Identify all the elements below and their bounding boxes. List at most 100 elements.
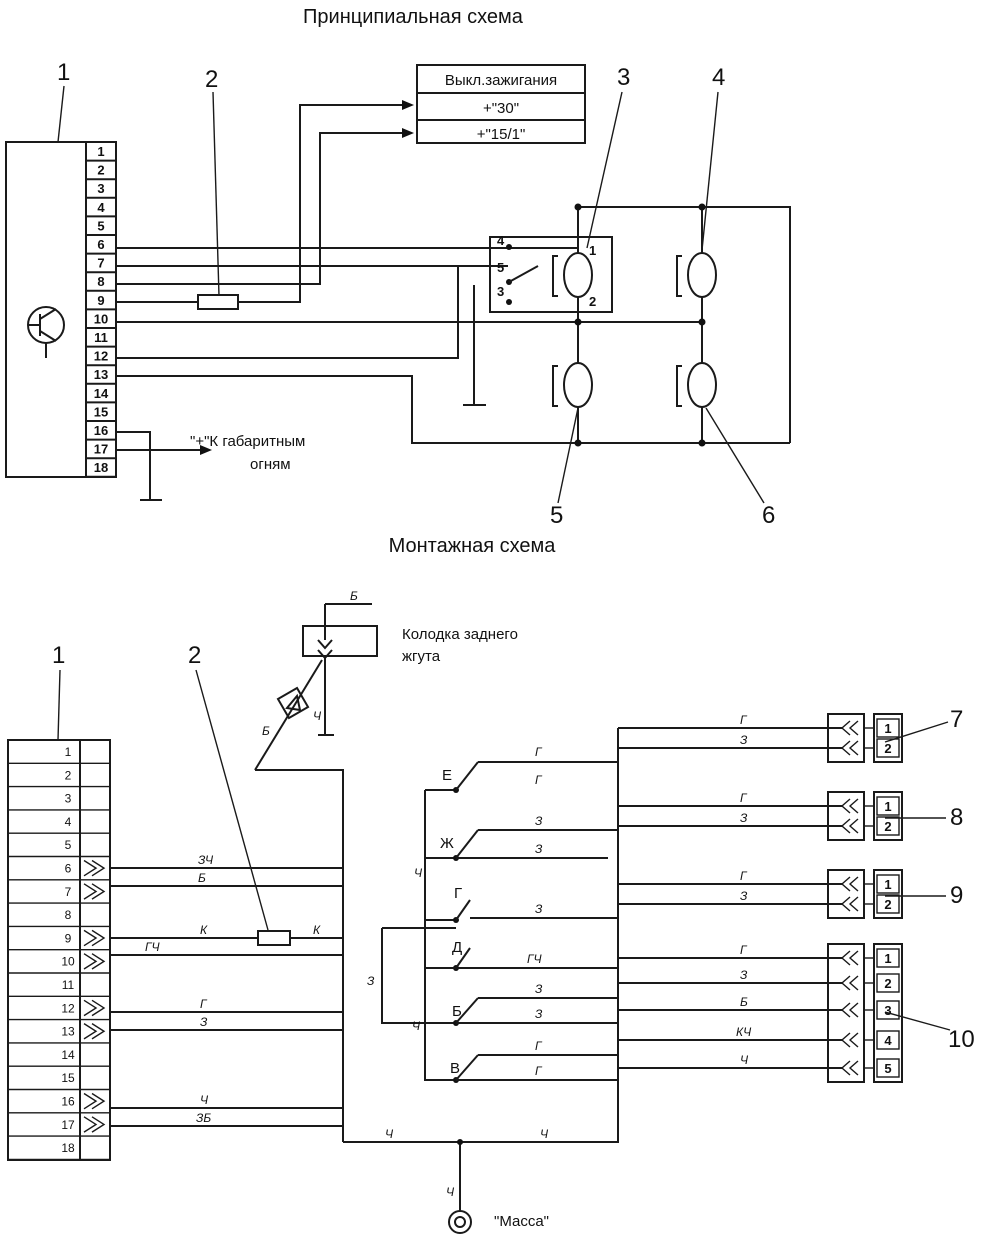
motor-3: 1 2 [552, 207, 596, 322]
callout-7: 7 [950, 706, 963, 733]
svg-text:З: З [535, 842, 543, 856]
svg-text:Б: Б [740, 995, 748, 1009]
svg-text:Ч: Ч [740, 1053, 749, 1067]
wire-vert-z: З [367, 974, 375, 988]
wire-bus-r: Ч [540, 1127, 549, 1141]
contact-d: Д [425, 939, 618, 971]
unit-top-pin-7: 7 [97, 256, 104, 271]
motor-5 [552, 322, 593, 443]
switch-pin-5: 5 [497, 260, 504, 275]
svg-text:В: В [450, 1060, 460, 1077]
contact-zh: Ж [440, 829, 618, 861]
wire-w9a: К [200, 923, 208, 937]
unit-bottom-pin-18: 18 [61, 1141, 75, 1155]
unit-top-pin-15: 15 [94, 404, 108, 419]
connector-10-pin-4: 4 [884, 1033, 892, 1048]
motor3-pin-1: 1 [589, 243, 596, 258]
wire-top-b: Б [350, 589, 358, 603]
svg-text:ГЧ: ГЧ [527, 952, 543, 966]
unit-bottom-pin-13: 13 [61, 1025, 75, 1039]
unit-bottom-pin-8: 8 [65, 908, 72, 922]
svg-text:З: З [535, 982, 543, 996]
unit-bottom-pin-17: 17 [61, 1118, 75, 1132]
svg-text:Ч: Ч [412, 1019, 421, 1033]
top-wires [116, 100, 791, 501]
callout-1: 1 [57, 59, 70, 86]
connector-8-pin-2: 2 [884, 819, 891, 834]
unit-top-pin-2: 2 [97, 163, 104, 178]
ignition-switch-box: Выкл.зажигания +"30" +"15/1" [416, 64, 586, 144]
connector-10-pin-5: 5 [884, 1061, 891, 1076]
motor3-pin-2: 2 [589, 294, 596, 309]
svg-text:Г: Г [535, 1039, 543, 1053]
connector-10-pin-3: 3 [884, 1003, 891, 1018]
unit-top-pin-9: 9 [97, 293, 104, 308]
rear-harness-label-1: Колодка заднего [402, 626, 518, 643]
transistor-icon [27, 306, 65, 358]
svg-text:З: З [535, 902, 543, 916]
ground-label: "Масса" [494, 1213, 549, 1230]
motor-4 [676, 207, 717, 322]
ignition-30-label: +"30" [483, 100, 519, 117]
svg-text:Г: Г [454, 885, 462, 902]
svg-text:Ж: Ж [440, 835, 454, 852]
contact-g: Г [453, 885, 618, 923]
unit-bottom-pin-3: 3 [65, 792, 72, 806]
connector-9-pin-2: 2 [884, 897, 891, 912]
unit-top-pin-11: 11 [94, 330, 108, 345]
unit-top-pin-6: 6 [97, 237, 104, 252]
callout-8: 8 [950, 804, 963, 831]
callout-3: 3 [617, 64, 630, 91]
callout-4: 4 [712, 64, 725, 91]
svg-text:Г: Г [740, 869, 748, 883]
svg-text:З: З [535, 814, 543, 828]
callout-9: 9 [950, 882, 963, 909]
unit-top-pin-17: 17 [94, 442, 108, 457]
bottom-wires [110, 728, 619, 1234]
unit-bottom-pin-7: 7 [65, 885, 72, 899]
unit-top-pin-18: 18 [94, 460, 108, 475]
contact-v: В [450, 1054, 618, 1083]
svg-text:Г: Г [740, 791, 748, 805]
unit-top-pin-12: 12 [94, 349, 108, 364]
unit-bottom-pin-5: 5 [65, 838, 72, 852]
svg-text:Г: Г [535, 773, 543, 787]
connector-8-pin-1: 1 [884, 799, 891, 814]
svg-text:Б: Б [452, 1003, 462, 1020]
svg-text:З: З [740, 733, 748, 747]
unit-bottom-pin-1: 1 [65, 745, 72, 759]
connector-7-pin-1: 1 [884, 721, 891, 736]
wire-w10: ГЧ [145, 940, 161, 954]
wire-w13: З [200, 1015, 208, 1029]
unit-top-pin-14: 14 [94, 386, 109, 401]
svg-text:Д: Д [452, 939, 462, 956]
unit-top-pin-4: 4 [97, 200, 105, 215]
svg-text:З: З [740, 968, 748, 982]
rear-harness-label-2: жгута [402, 648, 441, 665]
svg-text:З: З [740, 811, 748, 825]
callout-b1: 1 [52, 642, 65, 669]
contact-e: Е [442, 761, 618, 793]
unit-top-pin-1: 1 [97, 144, 104, 159]
callout-b2: 2 [188, 642, 201, 669]
svg-text:КЧ: КЧ [736, 1025, 752, 1039]
wire-w17: ЗБ [196, 1111, 211, 1125]
svg-text:З: З [740, 889, 748, 903]
connector-7-pin-2: 2 [884, 741, 891, 756]
ignition-15-label: +"15/1" [477, 126, 526, 143]
unit-bottom-pin-11: 11 [62, 978, 75, 992]
unit-top-pin-16: 16 [94, 423, 108, 438]
parking-lights-label-2: огням [250, 456, 291, 473]
unit-bottom-pin-9: 9 [65, 931, 72, 945]
unit-bottom-pin-4: 4 [65, 815, 72, 829]
svg-text:Г: Г [535, 1064, 543, 1078]
wire-bus-l: Ч [385, 1127, 394, 1141]
top-callouts: 1 2 3 4 5 6 [57, 59, 775, 529]
callout-10: 10 [948, 1026, 975, 1053]
unit-bottom-pin-2: 2 [65, 768, 72, 782]
